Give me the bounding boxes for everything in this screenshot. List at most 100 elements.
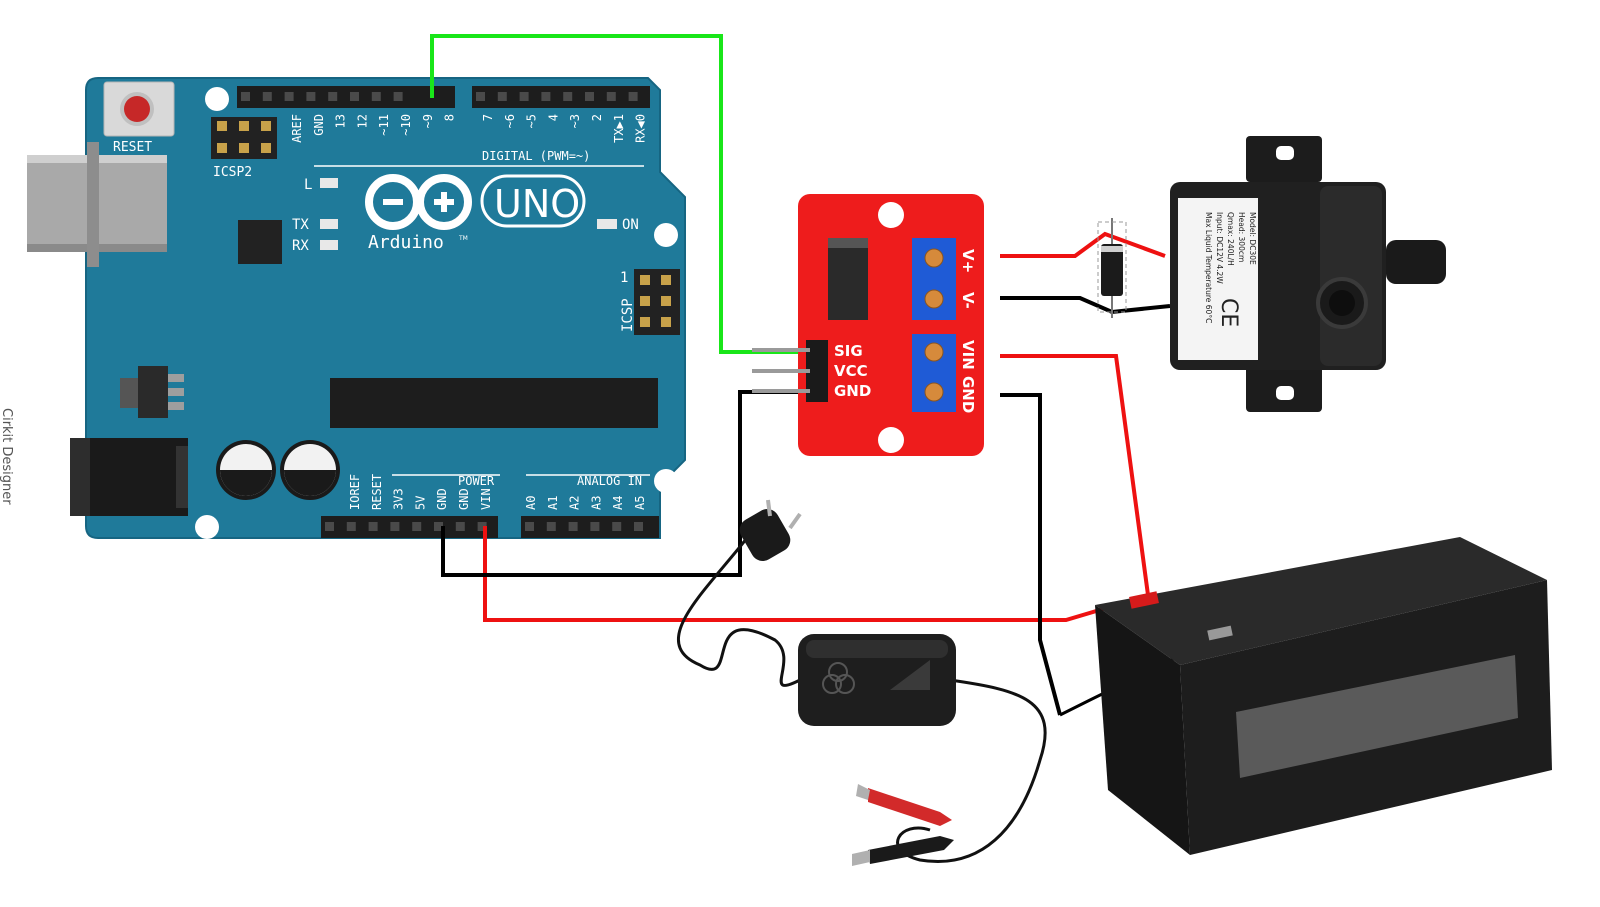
digital-pin-label: RX◀0 <box>634 114 648 143</box>
mounting-hole <box>195 515 219 539</box>
icsp2-label: ICSP2 <box>213 165 252 180</box>
mounting-hole <box>654 469 678 493</box>
dc-barrel-jack <box>70 438 188 516</box>
mosfet-hole <box>878 202 904 228</box>
mosfet-transistor <box>828 238 868 320</box>
pump-label-line: Head: 300cm <box>1237 212 1246 262</box>
battery-sticker <box>1236 655 1518 778</box>
usb-chip <box>238 220 282 264</box>
digital-pin-label: 13 <box>334 114 348 128</box>
header-pin <box>455 522 465 531</box>
alligator-clip-red <box>856 784 952 826</box>
header-pin <box>476 92 485 101</box>
header-pin <box>546 522 556 531</box>
icsp2-header <box>211 117 277 159</box>
header-pin <box>350 92 359 101</box>
digital-pin-label: AREF <box>290 114 304 143</box>
plus-sign-v <box>441 192 447 212</box>
terminal-screw <box>924 248 944 268</box>
digital-pin-label: 12 <box>355 114 369 128</box>
digital-pin-label: 8 <box>443 114 457 121</box>
header-pin <box>346 522 356 531</box>
analog-pin-label: A2 <box>568 496 582 510</box>
power-pin-label: RESET <box>370 474 384 510</box>
digital-pin-label: TX▶1 <box>612 114 626 143</box>
pump-label-line: Max Liquid Temperature 60°C <box>1204 212 1213 323</box>
mosfet-driver-module: SIG VCC GND V+ V- VIN GND <box>752 194 984 456</box>
terminal-screw <box>924 382 944 402</box>
mounting-hole <box>654 223 678 247</box>
alligator-clip-black <box>852 836 954 866</box>
analog-label: ANALOG IN <box>577 474 642 488</box>
header-pin <box>434 522 443 531</box>
minus-sign <box>383 199 403 205</box>
digital-pin-label: ~11 <box>377 114 391 136</box>
header-pin <box>541 92 551 101</box>
reset-label: RESET <box>113 140 152 155</box>
header-pin <box>241 92 250 101</box>
voltage-regulator <box>120 366 184 418</box>
analog-pin-label: A4 <box>611 496 625 510</box>
header-pin <box>634 522 643 531</box>
capacitor <box>280 440 340 500</box>
bottom-pin-squares <box>325 522 643 531</box>
header-pin <box>325 522 334 531</box>
header-pin <box>368 522 378 531</box>
pin-gnd-label: GND <box>834 382 871 400</box>
battery-charger <box>676 499 1047 866</box>
analog-header <box>521 516 659 538</box>
header-pin <box>497 92 507 101</box>
arduino-trademark: TM <box>458 235 468 242</box>
lead-acid-battery <box>1095 537 1552 855</box>
power-plug <box>739 499 802 562</box>
header-pin <box>606 92 616 101</box>
digital-header-left <box>237 86 455 108</box>
mounting-hole <box>205 87 229 111</box>
led-l <box>320 178 338 188</box>
capacitor <box>216 440 276 500</box>
mosfet-pcb <box>798 194 984 456</box>
header-pin <box>390 522 400 531</box>
signal-header <box>806 340 828 402</box>
battery-red-terminal <box>1129 591 1159 609</box>
terminal-screw <box>924 289 944 309</box>
out-minus-label: V- <box>959 292 977 309</box>
usb-connector <box>27 142 167 267</box>
led-on-label: ON <box>622 217 639 233</box>
signal-wire <box>430 34 810 354</box>
power-pin-label: GND <box>457 488 471 510</box>
pin-sig-label: SIG <box>834 342 863 360</box>
analog-pin-label: A0 <box>524 496 538 510</box>
digital-header-right <box>472 86 650 108</box>
in-gnd-label: GND <box>959 376 977 413</box>
battery-black-terminal <box>1207 625 1233 641</box>
digital-pin-label: ~6 <box>503 114 517 128</box>
power-pin-label: 3V3 <box>392 488 406 510</box>
header-pin <box>568 522 578 531</box>
analog-pin-label: A3 <box>589 496 603 510</box>
header-pin <box>412 522 422 531</box>
led-on <box>597 219 617 229</box>
mosfet-gnd-wire <box>1000 393 1062 716</box>
header-pin <box>612 522 622 531</box>
uno-label: UNO <box>494 182 580 226</box>
power-label: POWER <box>458 474 495 488</box>
flyback-diode <box>1097 218 1127 318</box>
power-pin-label: VIN <box>479 488 493 510</box>
pin-vcc-label: VCC <box>834 362 868 380</box>
header-pin <box>525 522 534 531</box>
header-pin <box>628 92 638 101</box>
header-pin <box>262 92 272 101</box>
header-pin <box>590 522 600 531</box>
digital-pin-label: ~5 <box>525 114 539 128</box>
pump-plus-wire <box>1000 231 1166 258</box>
pump-outlet <box>1386 240 1446 284</box>
header-pin <box>371 92 381 101</box>
header-pin <box>284 92 294 101</box>
water-pump: Model: DC30E Head: 300cm Qmax: 240L/H In… <box>1170 136 1446 412</box>
icsp-pin1-label: 1 <box>620 270 628 286</box>
